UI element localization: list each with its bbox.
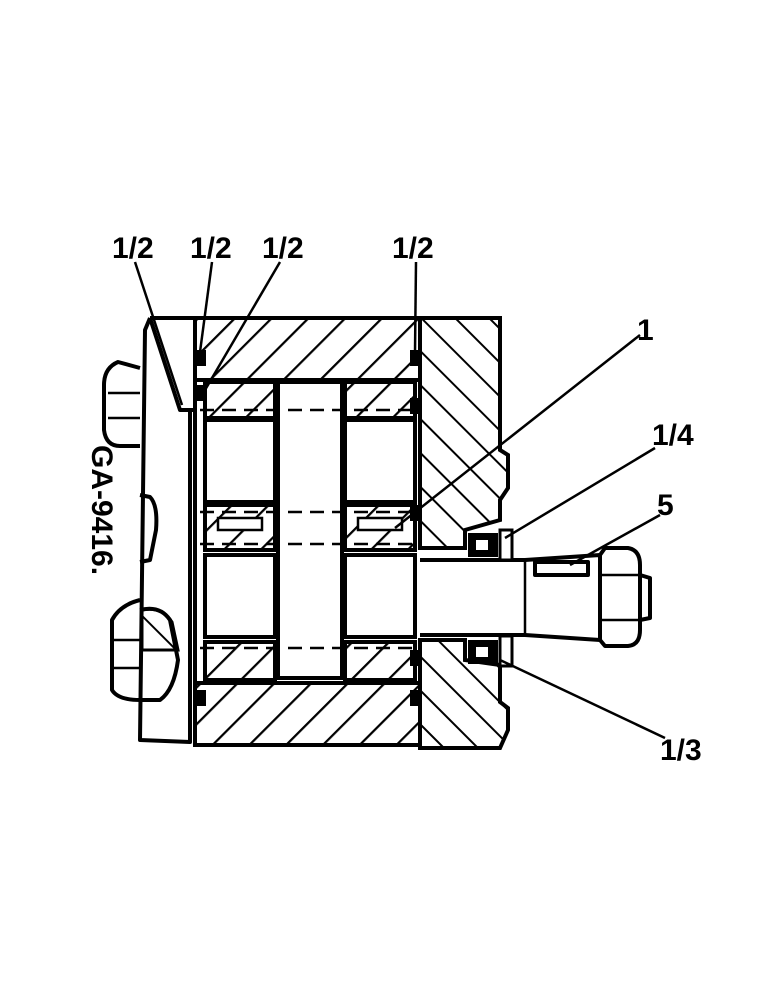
leader-shaft-seal-outer [504,446,656,540]
callout-seal-1: 1/2 [112,232,154,265]
bolt-head-bottom [110,598,180,702]
callout-labels: 1/2 1/2 1/2 1/2 1 1/4 5 1/3 [112,232,702,767]
leader-key [569,513,661,567]
shaft-seal-outer [468,528,514,562]
drawing-id-label: GA-9416. [85,445,118,575]
leader-seal-1 [133,261,184,406]
callout-seal-2: 1/2 [190,232,232,265]
shaft-nut [598,546,652,648]
leader-seal-2 [198,261,214,353]
leader-bearing-bushing [394,334,641,529]
callout-shaft-seal-inner: 1/3 [660,734,702,767]
leader-seal-3 [203,261,282,391]
callout-seal-3: 1/2 [262,232,304,265]
upper-bushing [203,380,417,504]
drive-shaft [420,553,602,642]
bolt-head-middle [139,493,159,564]
callout-seal-4: 1/2 [392,232,434,265]
pump-body [193,316,422,747]
front-cover: GA-9416. [85,316,197,744]
leader-shaft-seal-inner [499,658,666,740]
lower-gear [203,553,417,682]
callout-shaft-seal-outer: 1/4 [652,419,694,452]
callout-bearing-bushing: 1 [637,314,654,347]
shaft-seal-inner [468,634,514,668]
callout-key: 5 [657,489,674,522]
leader-lines [133,261,666,740]
center-shaft [200,380,420,680]
bolt-head-top [102,360,141,448]
bearing-bushing [203,503,417,552]
leader-seal-4 [413,261,418,353]
